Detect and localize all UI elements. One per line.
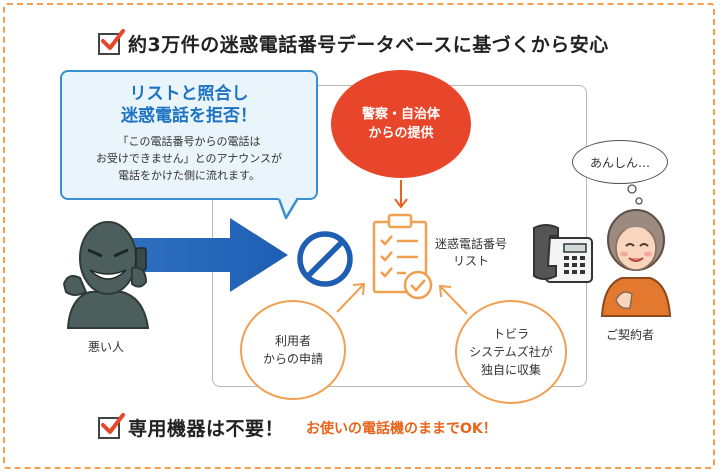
- user-request-source: 利用者 からの申請: [240, 300, 346, 400]
- customer-grandma-icon: [600, 209, 672, 317]
- bubble-body-line3: 電話をかけた側に流れます。: [118, 169, 260, 182]
- user-request-line2: からの申請: [262, 352, 323, 366]
- user-request-line1: 利用者: [274, 334, 311, 348]
- top-headline-row: 約3万件の迷惑電話番号データベースに基づくから安心: [98, 28, 609, 57]
- tobila-line1: トビラ: [492, 327, 529, 341]
- up-right-arrow-icon: [336, 282, 366, 313]
- bottom-subheadline: お使いの電話機のままでOK！: [306, 420, 497, 437]
- top-headline: 約3万件の迷惑電話番号データベースに基づくから安心: [128, 34, 609, 56]
- list-label-line2: リスト: [453, 254, 490, 268]
- list-label: 迷惑電話番号 リスト: [435, 236, 507, 270]
- thought-dots-icon: [627, 184, 643, 205]
- bottom-headline: 専用機器は不要！: [128, 418, 285, 440]
- police-line2: からの提供: [368, 126, 434, 141]
- police-source: 警察・自治体 からの提供: [331, 70, 471, 178]
- bubble-title-line2: 迷惑電話を拒否！: [121, 106, 257, 126]
- thought-bubble: あんしん…: [572, 140, 668, 184]
- bad-person-icon: [62, 221, 150, 329]
- block-icon: [297, 231, 353, 287]
- checkbox-icon: [98, 28, 125, 55]
- bubble-tail-icon: [277, 197, 300, 220]
- clipboard-list-icon: [372, 213, 433, 300]
- tobila-line3: 独自に収集: [480, 363, 541, 377]
- dashed-frame: [3, 3, 715, 469]
- block-arrow-icon: [130, 218, 288, 292]
- bottom-headline-row: 専用機器は不要！ お使いの電話機のままでOK！: [98, 412, 497, 441]
- police-line1: 警察・自治体: [361, 107, 440, 122]
- bubble-title: リストと照合し 迷惑電話を拒否！: [62, 83, 316, 127]
- bubble-body-line2: お受けできません」とのアナウンスが: [95, 152, 283, 165]
- tobila-source: トビラ システムズ社が 独自に収集: [455, 300, 567, 404]
- up-left-arrow-icon: [438, 284, 468, 315]
- bubble-body-line1: 「この電話番号からの電話は: [117, 135, 261, 148]
- customer-label: ご契約者: [606, 328, 655, 342]
- checkbox-icon: [98, 412, 125, 439]
- bad-person-label: 悪い人: [88, 340, 125, 354]
- announcement-bubble: リストと照合し 迷惑電話を拒否！ 「この電話番号からの電話は お受けできません」…: [60, 70, 318, 200]
- bubble-body: 「この電話番号からの電話は お受けできません」とのアナウンスが 電話をかけた側に…: [62, 133, 316, 184]
- bubble-title-line1: リストと照合し: [129, 84, 249, 104]
- list-label-line1: 迷惑電話番号: [435, 237, 508, 251]
- telephone-icon: [533, 224, 593, 283]
- tobila-line2: システムズ社が: [469, 345, 553, 359]
- down-arrow-icon: [394, 180, 408, 209]
